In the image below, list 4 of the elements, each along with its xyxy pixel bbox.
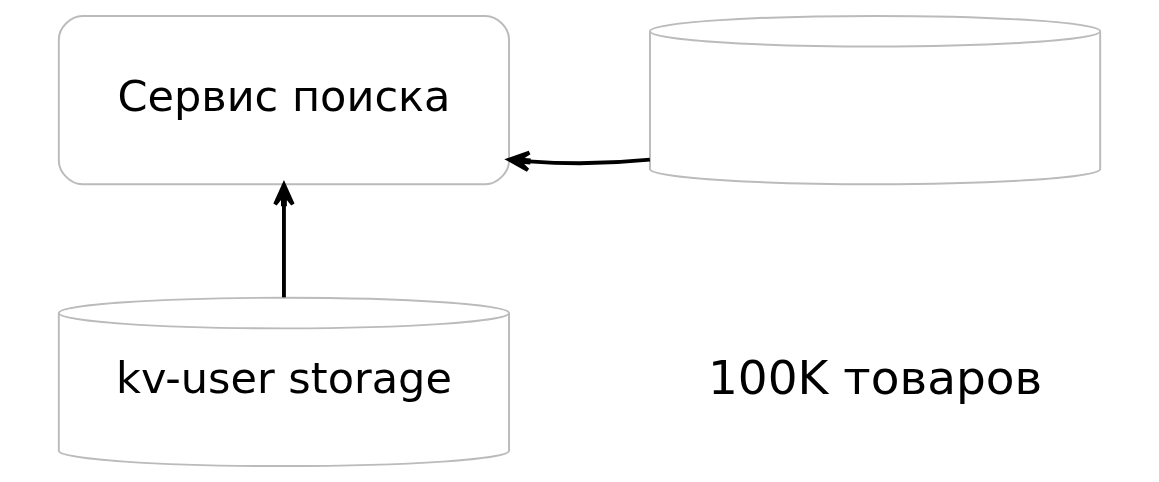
node-box: Сервис поиска: [57, 14, 510, 186]
arrow: [273, 182, 295, 298]
node-label: 100K товаров: [707, 350, 1043, 406]
arrow: [507, 150, 651, 173]
